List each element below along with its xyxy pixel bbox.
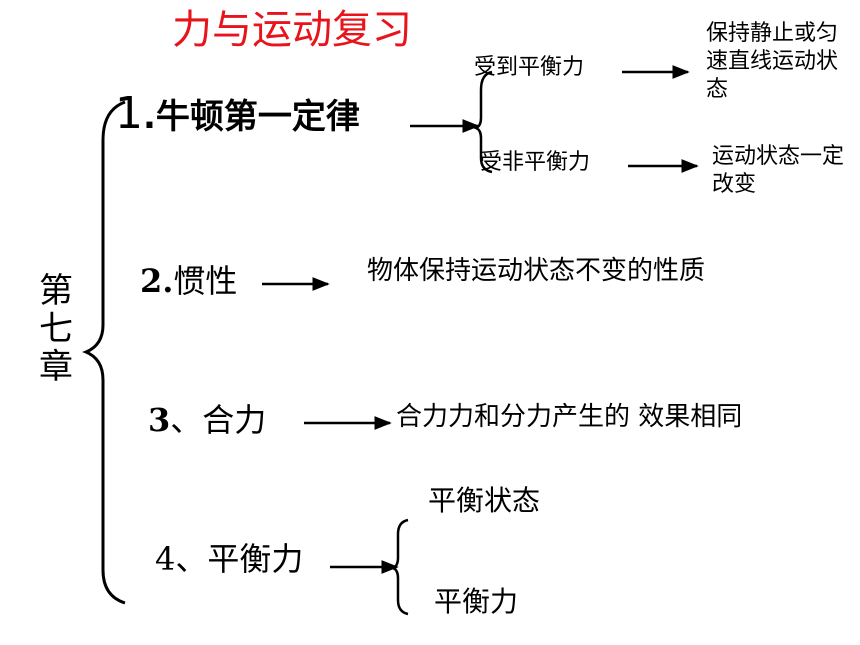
balanced-state-label: 平衡状态 bbox=[428, 484, 541, 517]
item-number: 2. bbox=[140, 262, 174, 300]
resultant-force-heading: 3、合力 bbox=[148, 401, 266, 439]
inertia-definition: 物体保持运动状态不变的性质 bbox=[367, 256, 706, 286]
unbalanced-force-result: 运动状态一定改变 bbox=[712, 144, 845, 197]
balanced-force-label: 平衡力 bbox=[434, 585, 519, 618]
resultant-force-definition: 合力力和分力产生的 效果相同 bbox=[396, 402, 743, 432]
item-number: 1 bbox=[115, 88, 143, 139]
item-label: 惯性 bbox=[173, 262, 238, 300]
chapter-brace bbox=[82, 100, 126, 605]
page-title: 力与运动复习 bbox=[172, 7, 412, 53]
newton-first-law-heading: 1.牛顿第一定律 bbox=[115, 88, 360, 141]
inertia-heading: 2.惯性 bbox=[140, 262, 237, 300]
item-label: 、合力 bbox=[170, 401, 267, 439]
chapter-label: 第七章 bbox=[39, 271, 73, 387]
item-number: 3 bbox=[148, 401, 171, 439]
unbalanced-force-condition: 受非平衡力 bbox=[480, 150, 591, 175]
balanced-force-brace bbox=[389, 518, 409, 616]
newton-branch-brace bbox=[472, 70, 493, 174]
item-label: .牛顿第一定律 bbox=[143, 97, 360, 137]
balanced-force-result: 保持静止或匀速直线运动状态 bbox=[706, 21, 839, 102]
balanced-force-heading: 4、平衡力 bbox=[155, 540, 304, 578]
balanced-force-condition: 受到平衡力 bbox=[474, 55, 585, 80]
